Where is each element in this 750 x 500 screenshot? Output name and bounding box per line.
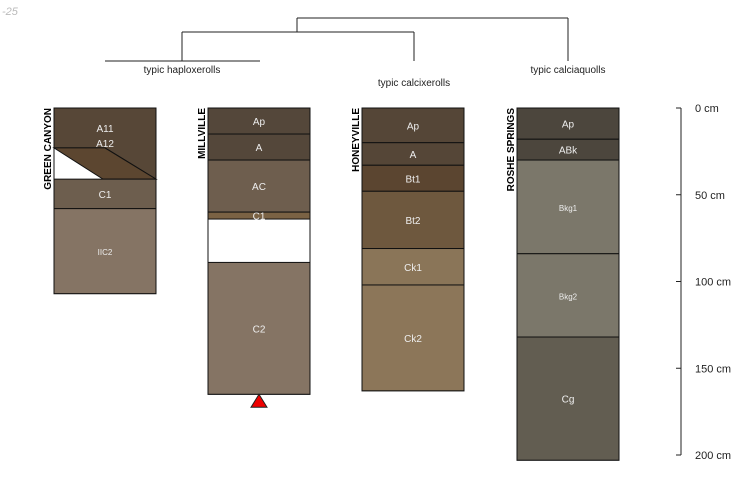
horizon-label: Ck1 (404, 263, 422, 274)
dendrogram-label: typic calcixerolls (378, 78, 450, 89)
horizon (516, 336, 620, 461)
axis-tick-label: 100 cm (695, 277, 731, 289)
horizon-label: C2 (253, 324, 266, 335)
horizon-label: AC (252, 182, 266, 193)
axis-tick-label: 150 cm (695, 363, 731, 375)
horizon-label: Ap (407, 121, 420, 132)
horizon (516, 253, 620, 338)
horizon (516, 159, 620, 255)
horizon-label: ABk (559, 146, 578, 157)
horizon (361, 284, 465, 392)
truncation-marker-icon (250, 393, 268, 408)
horizon-label: A12 (96, 139, 114, 150)
profile-name: HONEYVILLE (351, 108, 362, 172)
profile-name: ROSHE SPRINGS (506, 108, 517, 192)
horizon-label: Ap (562, 120, 575, 131)
axis-tick-label: 50 cm (695, 190, 725, 202)
horizon-label: A (256, 143, 263, 154)
horizon (207, 107, 311, 135)
horizon-label: A (410, 150, 417, 161)
horizon (361, 164, 465, 192)
dendrogram (105, 17, 569, 62)
dendrogram-label: typic calciaquolls (530, 65, 605, 76)
horizon (361, 190, 465, 250)
horizon-label: Cg (562, 395, 575, 406)
horizon-label: IIC2 (98, 248, 113, 257)
horizon-label: A11 (96, 124, 113, 135)
axis-tick-label: 200 cm (695, 450, 731, 462)
profile-name: MILLVILLE (197, 108, 208, 159)
horizon (207, 261, 311, 395)
horizon (361, 248, 465, 286)
horizon-label: Ap (253, 117, 266, 128)
depth-axis: 0 cm 50 cm 100 cm 150 cm 200 cm (676, 103, 731, 462)
horizon (516, 107, 620, 140)
horizon (361, 107, 465, 144)
corner-label: -25 (2, 6, 18, 18)
axis-tick-label: 0 cm (695, 103, 719, 115)
profile-name: GREEN CANYON (43, 108, 54, 190)
horizon (207, 159, 311, 213)
horizon (207, 211, 311, 220)
horizon-label: C1 (99, 190, 112, 201)
horizon (53, 208, 157, 295)
horizon-label: Bkg2 (559, 292, 578, 301)
horizon-label: C1 (253, 212, 266, 223)
horizon-label: Bt2 (405, 216, 420, 227)
horizon-label: Ck2 (404, 334, 422, 345)
dendrogram-label: typic haploxerolls (144, 65, 221, 76)
horizon-label: Bkg1 (559, 204, 578, 213)
horizon-label: Bt1 (405, 174, 420, 185)
